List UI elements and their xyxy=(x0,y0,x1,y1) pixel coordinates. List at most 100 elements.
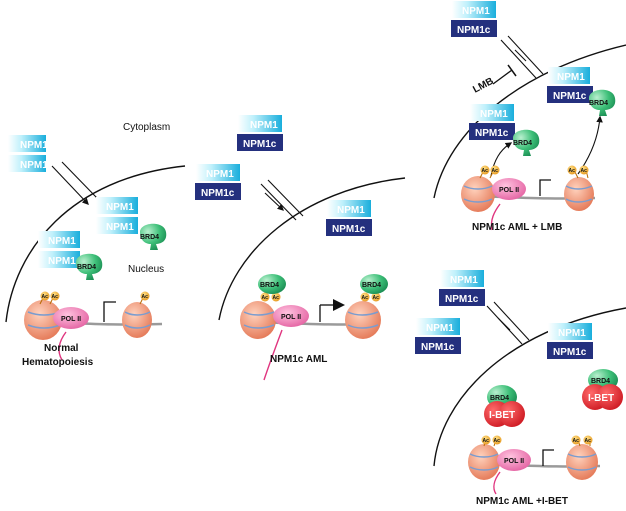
pore-ibet xyxy=(486,301,530,345)
npm1-box: NPM1 xyxy=(548,323,592,340)
npm1c-box: NPM1c xyxy=(237,134,283,151)
npm1-box: NPM1 xyxy=(96,217,138,234)
svg-text:Ac: Ac xyxy=(581,168,588,174)
svg-text:NPM1: NPM1 xyxy=(480,109,508,120)
svg-text:Ac: Ac xyxy=(273,295,280,301)
svg-text:NPM1: NPM1 xyxy=(48,236,76,247)
chromatin-normal: POL II Ac Ac Ac xyxy=(24,291,163,361)
svg-text:BRD4: BRD4 xyxy=(591,378,610,385)
npm1-box: NPM1 xyxy=(8,135,48,152)
chromatin-ibet: POL II Ac Ac Ac Ac xyxy=(468,435,601,495)
npm1-box: NPM1 xyxy=(96,197,138,214)
pore-lmb xyxy=(500,35,544,79)
chromatin-lmb: POL II Ac Ac Ac Ac xyxy=(461,165,596,231)
svg-text:BRD4: BRD4 xyxy=(490,395,509,402)
svg-text:Ac: Ac xyxy=(262,295,269,301)
svg-text:NPM1: NPM1 xyxy=(48,256,76,267)
npm1-box: NPM1 xyxy=(470,104,514,121)
svg-text:Ac: Ac xyxy=(373,295,380,301)
svg-text:BRD4: BRD4 xyxy=(513,140,532,147)
svg-text:NPM1: NPM1 xyxy=(250,120,278,131)
svg-text:NPM1: NPM1 xyxy=(450,275,478,286)
panel-title-normal-2: Hematopoiesis xyxy=(22,357,94,368)
npm1-box: NPM1 xyxy=(440,270,484,287)
brd4-blob: BRD4 xyxy=(76,253,103,280)
svg-text:Ac: Ac xyxy=(142,294,149,300)
svg-text:BRD4: BRD4 xyxy=(589,100,608,107)
lmb-label: LMB xyxy=(471,76,495,96)
nucleus-label: Nucleus xyxy=(128,264,164,275)
svg-text:NPM1c: NPM1c xyxy=(332,224,366,235)
svg-text:NPM1c: NPM1c xyxy=(457,25,491,36)
svg-text:NPM1: NPM1 xyxy=(426,323,454,334)
svg-text:NPM1c: NPM1c xyxy=(445,294,479,305)
cytoplasm-label: Cytoplasm xyxy=(123,122,170,133)
svg-text:POL II: POL II xyxy=(504,458,524,465)
svg-text:NPM1: NPM1 xyxy=(206,169,234,180)
svg-text:Ac: Ac xyxy=(482,168,489,174)
npm1c-box: NPM1c xyxy=(326,219,372,236)
panel-title-ibet: NPM1c AML +I-BET xyxy=(476,496,568,507)
svg-text:NPM1c: NPM1c xyxy=(553,347,587,358)
npm1-box: NPM1 xyxy=(416,318,460,335)
membrane-normal xyxy=(5,165,186,323)
svg-text:NPM1: NPM1 xyxy=(462,6,490,17)
npm1-box: NPM1 xyxy=(238,115,282,132)
pore-normal xyxy=(51,161,98,205)
svg-text:NPM1: NPM1 xyxy=(337,205,365,216)
svg-text:I-BET: I-BET xyxy=(489,410,515,421)
svg-text:Ac: Ac xyxy=(492,168,499,174)
npm1-box: NPM1 xyxy=(452,1,496,18)
svg-text:Ac: Ac xyxy=(494,438,501,444)
svg-text:BRD4: BRD4 xyxy=(260,282,279,289)
npm1c-box: NPM1c xyxy=(195,183,241,200)
svg-text:POL II: POL II xyxy=(61,316,81,323)
npm1-box: NPM1 xyxy=(8,155,48,172)
svg-text:NPM1: NPM1 xyxy=(558,328,586,339)
npm1c-box: NPM1c xyxy=(451,20,497,37)
svg-text:Ac: Ac xyxy=(569,168,576,174)
svg-text:NPM1c: NPM1c xyxy=(243,139,277,150)
npm1-box: NPM1 xyxy=(38,251,80,268)
panel-title-lmb: NPM1c AML + LMB xyxy=(472,222,562,233)
svg-text:NPM1c: NPM1c xyxy=(475,128,509,139)
chromatin-aml: POL II Ac Ac Ac Ac BRD4 BRD4 xyxy=(240,274,388,381)
svg-text:Ac: Ac xyxy=(573,438,580,444)
membrane-aml xyxy=(218,177,406,321)
npm1c-box: NPM1c xyxy=(469,123,515,140)
brd4-ibet-complex: BRD4 I-BET xyxy=(582,369,623,410)
svg-text:NPM1c: NPM1c xyxy=(421,342,455,353)
panel-title-aml: NPM1c AML xyxy=(270,354,327,365)
npm1-box: NPM1 xyxy=(327,200,371,217)
release-arrow xyxy=(577,115,603,175)
npm1-box: NPM1 xyxy=(196,164,240,181)
brd4-ibet-complex: BRD4 I-BET xyxy=(484,385,525,427)
svg-text:NPM1: NPM1 xyxy=(106,202,134,213)
svg-text:Ac: Ac xyxy=(362,295,369,301)
svg-text:I-BET: I-BET xyxy=(588,393,614,404)
npm1c-box: NPM1c xyxy=(547,342,593,359)
pore-aml xyxy=(260,179,304,221)
svg-text:NPM1: NPM1 xyxy=(106,222,134,233)
svg-text:BRD4: BRD4 xyxy=(362,282,381,289)
membrane-ibet xyxy=(433,307,626,467)
svg-text:POL II: POL II xyxy=(281,314,301,321)
lmb-inhibitor: LMB xyxy=(471,64,517,96)
svg-text:NPM1c: NPM1c xyxy=(553,91,587,102)
membrane-lmb xyxy=(433,44,626,199)
svg-text:BRD4: BRD4 xyxy=(77,264,96,271)
brd4-blob: BRD4 xyxy=(589,89,616,116)
svg-text:Ac: Ac xyxy=(42,294,49,300)
brd4-blob: BRD4 xyxy=(513,129,540,156)
svg-text:NPM1: NPM1 xyxy=(20,160,48,171)
svg-text:NPM1: NPM1 xyxy=(557,72,585,83)
svg-text:Ac: Ac xyxy=(483,438,490,444)
brd4-blob: BRD4 xyxy=(140,223,167,250)
svg-text:NPM1: NPM1 xyxy=(20,140,48,151)
npm1c-box: NPM1c xyxy=(415,337,461,354)
svg-text:Ac: Ac xyxy=(52,294,59,300)
svg-text:POL II: POL II xyxy=(499,187,519,194)
svg-text:NPM1c: NPM1c xyxy=(201,188,235,199)
